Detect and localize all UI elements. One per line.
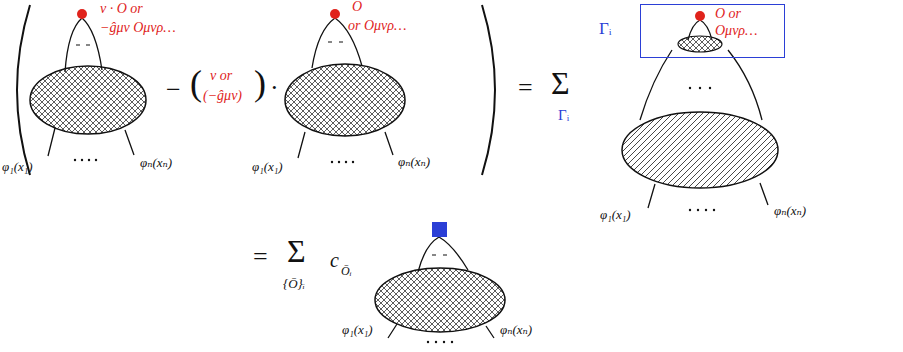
sum-index: {Ō}ᵢ: [283, 276, 305, 292]
operator-label: ν · O or: [100, 1, 143, 18]
paren: ): [254, 62, 266, 105]
operator-label: or Oμνρ…: [348, 18, 406, 35]
big-paren: [17, 5, 30, 175]
equals-sign: =: [518, 72, 533, 103]
coefficient-index: Ōᵢ: [341, 264, 352, 278]
field-label: φₙ(xₙ): [398, 154, 430, 170]
paren: (: [190, 62, 202, 105]
factor-label: (−ĝμν): [203, 88, 242, 105]
equals-sign: =: [253, 241, 268, 272]
operator-label: −ĝμν Oμνρ…: [100, 20, 176, 37]
coefficient: c: [330, 248, 339, 272]
blob-diagram: [375, 222, 505, 343]
field-label: φₙ(xₙ): [140, 155, 172, 171]
dot-operator: ·: [270, 72, 279, 103]
operator-label: O or Oμνρ…: [715, 6, 773, 40]
minus-sign: −: [166, 74, 181, 105]
sum-index: Γᵢ: [558, 106, 569, 124]
operator-dot: [330, 9, 340, 19]
operator-dot: [695, 11, 705, 21]
factor-label: ν or: [210, 68, 232, 85]
field-label: φ₁(x₁): [252, 159, 283, 175]
field-label: φₙ(xₙ): [774, 203, 806, 219]
vertex-square: [432, 222, 447, 237]
operator-label: O: [352, 0, 362, 16]
field-label: φₙ(xₙ): [500, 322, 532, 338]
subdiagram-box: ΓᵢO or Oμνρ…: [640, 4, 785, 58]
blob-diagram: [622, 11, 778, 211]
field-label: φ₁(x₁): [342, 322, 373, 338]
sum-sign: Σ: [551, 64, 570, 102]
big-paren: [482, 5, 495, 175]
field-label: φ₁(x₁): [2, 159, 33, 175]
sum-sign: Σ: [287, 232, 306, 270]
subdiagram-name: Γᵢ: [599, 19, 612, 39]
operator-dot: [77, 9, 87, 19]
field-label: φ₁(x₁): [600, 207, 631, 223]
